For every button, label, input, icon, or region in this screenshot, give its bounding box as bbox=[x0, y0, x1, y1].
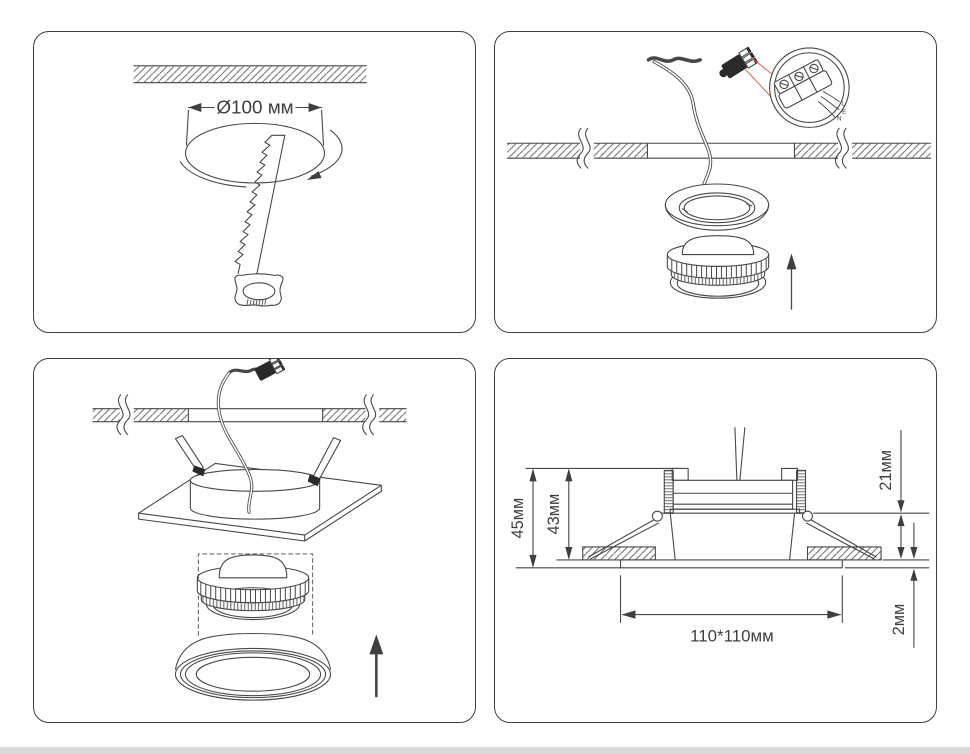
break-symbol bbox=[362, 394, 380, 436]
spring-clip-left bbox=[174, 435, 206, 477]
wiring-drawing: L E N bbox=[506, 46, 932, 310]
insert-fixture-drawing bbox=[92, 359, 407, 701]
above-ceiling-label: 21мм bbox=[877, 450, 895, 491]
footer-strip bbox=[0, 747, 970, 754]
dimension-flange-size: 110*110мм bbox=[619, 575, 843, 645]
spring-clip-right bbox=[307, 437, 342, 487]
ceiling-cross-section bbox=[133, 65, 367, 84]
hole-diameter-dimension: Ø100 мм bbox=[185, 96, 325, 146]
break-symbol bbox=[834, 127, 853, 169]
dimension-drawing: 45мм 43мм bbox=[509, 427, 930, 648]
hole-diameter-label: Ø100 мм bbox=[216, 96, 293, 117]
wire-connector bbox=[719, 46, 759, 79]
lamp bbox=[666, 235, 770, 299]
trim-flange bbox=[619, 559, 843, 569]
saw-handle bbox=[234, 273, 284, 307]
trim-ring bbox=[174, 632, 332, 701]
panel-step-4-dimensions: 45мм 43мм bbox=[494, 358, 937, 723]
ceiling-cross-section bbox=[506, 127, 932, 169]
wire-connector bbox=[254, 359, 286, 381]
pivot-right bbox=[801, 510, 814, 522]
spring-arms bbox=[588, 519, 877, 560]
dimension-flange-thickness: 2мм bbox=[844, 522, 930, 648]
dimension-recessed-height: 43мм bbox=[545, 468, 573, 560]
cut-hole-drawing: Ø100 мм bbox=[133, 65, 367, 307]
terminal-label-e: E bbox=[842, 108, 847, 115]
fixture-body bbox=[664, 183, 770, 231]
flange-thickness-label: 2мм bbox=[890, 604, 908, 636]
up-arrow-icon bbox=[369, 634, 384, 698]
panel-step-1-cut-hole: Ø100 мм bbox=[33, 31, 476, 333]
lamp bbox=[196, 554, 310, 621]
magnifier-leader-lines bbox=[745, 57, 775, 101]
flange-size-label: 110*110мм bbox=[690, 626, 774, 645]
cut-hole-ellipse bbox=[179, 122, 343, 188]
recessed-height-label: 43мм bbox=[545, 494, 563, 535]
rotation-arrow-icon bbox=[306, 171, 322, 181]
keyhole-saw bbox=[234, 134, 286, 307]
terminal-block bbox=[773, 59, 833, 109]
ceiling-cross-section bbox=[582, 546, 882, 561]
dimension-above-ceiling: 21мм bbox=[812, 430, 930, 561]
up-arrow-icon bbox=[786, 253, 797, 310]
saw-blade-teeth bbox=[234, 134, 273, 274]
projection-outline bbox=[197, 553, 314, 636]
supply-cable bbox=[646, 46, 759, 79]
fixture-wire bbox=[652, 60, 713, 186]
terminal-block-detail: L E N bbox=[769, 47, 850, 128]
panel-step-3-insert-spring-clips bbox=[33, 358, 476, 723]
dimension-total-height: 45мм bbox=[509, 467, 678, 569]
pivot-left bbox=[651, 510, 663, 522]
fixture-cross-section bbox=[651, 427, 814, 561]
terminal-label-l: L bbox=[841, 101, 845, 108]
terminal-label-n: N bbox=[837, 115, 842, 122]
fixture-body bbox=[189, 468, 321, 520]
break-symbol bbox=[576, 127, 594, 169]
total-height-label: 45мм bbox=[509, 498, 527, 539]
supply-cable bbox=[227, 359, 286, 381]
fixture-wire bbox=[216, 371, 254, 514]
break-symbol bbox=[116, 394, 134, 436]
panel-step-2-connect-wires: L E N bbox=[494, 31, 937, 333]
ceiling-cross-section bbox=[92, 394, 407, 436]
